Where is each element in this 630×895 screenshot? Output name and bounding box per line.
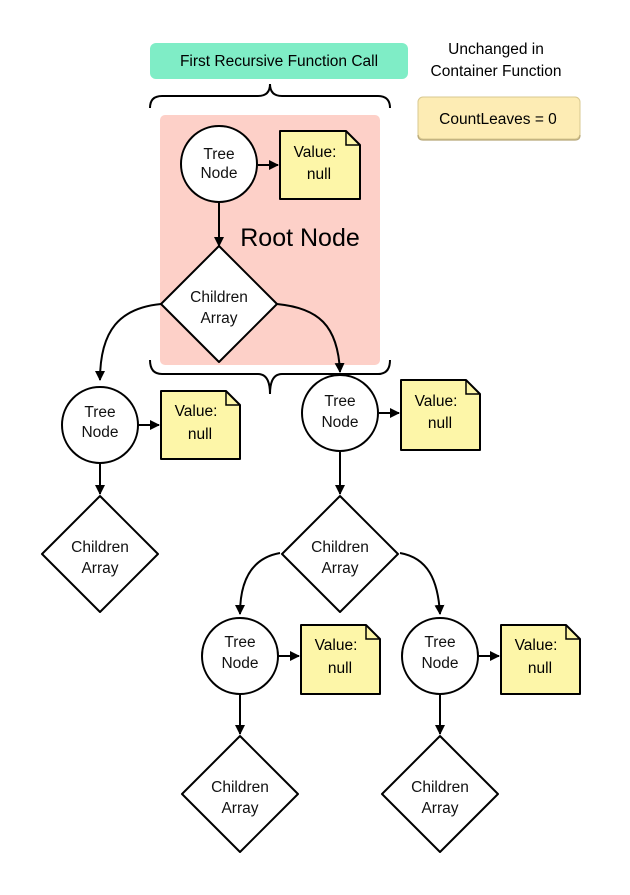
svg-text:Value:: Value: — [294, 144, 337, 161]
svg-text:Tree: Tree — [203, 146, 234, 163]
root-node-label: Root Node — [240, 224, 360, 252]
bottom-left-tree-node: Tree Node — [201, 617, 279, 695]
svg-text:Tree: Tree — [324, 393, 355, 410]
bottom-left-children-array: Children Array — [181, 735, 299, 853]
count-leaves-label: CountLeaves = 0 — [439, 111, 557, 128]
svg-text:Children: Children — [411, 779, 469, 796]
bottom-left-value-note: Value: null — [300, 624, 381, 695]
svg-text:Value:: Value: — [175, 403, 218, 420]
svg-text:null: null — [428, 415, 452, 432]
left-children-array: Children Array — [41, 495, 159, 613]
svg-text:Node: Node — [321, 414, 358, 431]
svg-text:Node: Node — [221, 655, 258, 672]
svg-text:Tree: Tree — [224, 634, 255, 651]
root-tree-node: Tree Node — [180, 125, 258, 203]
top-brace — [149, 83, 391, 109]
recursive-call-box: First Recursive Function Call — [150, 43, 408, 79]
svg-text:Array: Array — [81, 560, 118, 577]
svg-text:Value:: Value: — [415, 393, 458, 410]
bottom-right-tree-node: Tree Node — [401, 617, 479, 695]
svg-text:Array: Array — [321, 560, 358, 577]
svg-text:Children: Children — [311, 539, 369, 556]
svg-text:null: null — [328, 660, 352, 677]
unchanged-note-line2: Container Function — [431, 63, 562, 80]
svg-text:Tree: Tree — [424, 634, 455, 651]
right-tree-node: Tree Node — [301, 374, 379, 452]
svg-text:null: null — [188, 426, 212, 443]
bottom-brace — [149, 359, 391, 395]
right-children-array: Children Array — [281, 495, 399, 613]
svg-text:Node: Node — [81, 424, 118, 441]
svg-text:Value:: Value: — [315, 637, 358, 654]
svg-text:Array: Array — [221, 800, 258, 817]
connectors — [95, 160, 500, 735]
svg-text:Array: Array — [200, 310, 237, 327]
root-children-array: Children Array — [160, 245, 278, 363]
svg-text:null: null — [528, 660, 552, 677]
count-leaves-box: CountLeaves = 0 — [417, 96, 581, 141]
svg-text:Value:: Value: — [515, 637, 558, 654]
left-tree-node: Tree Node — [61, 386, 139, 464]
bottom-right-children-array: Children Array — [381, 735, 499, 853]
right-value-note: Value: null — [400, 379, 481, 451]
bottom-right-value-note: Value: null — [500, 624, 581, 695]
unchanged-note-line1: Unchanged in — [448, 41, 544, 58]
recursive-call-label: First Recursive Function Call — [180, 53, 378, 70]
svg-text:Node: Node — [421, 655, 458, 672]
svg-text:null: null — [307, 166, 331, 183]
svg-text:Children: Children — [71, 539, 129, 556]
svg-text:Children: Children — [211, 779, 269, 796]
left-value-note: Value: null — [160, 390, 241, 460]
svg-text:Children: Children — [190, 289, 248, 306]
svg-text:Array: Array — [421, 800, 458, 817]
svg-text:Node: Node — [200, 165, 237, 182]
svg-text:Tree: Tree — [84, 404, 115, 421]
root-value-note: Value: null — [279, 130, 361, 200]
